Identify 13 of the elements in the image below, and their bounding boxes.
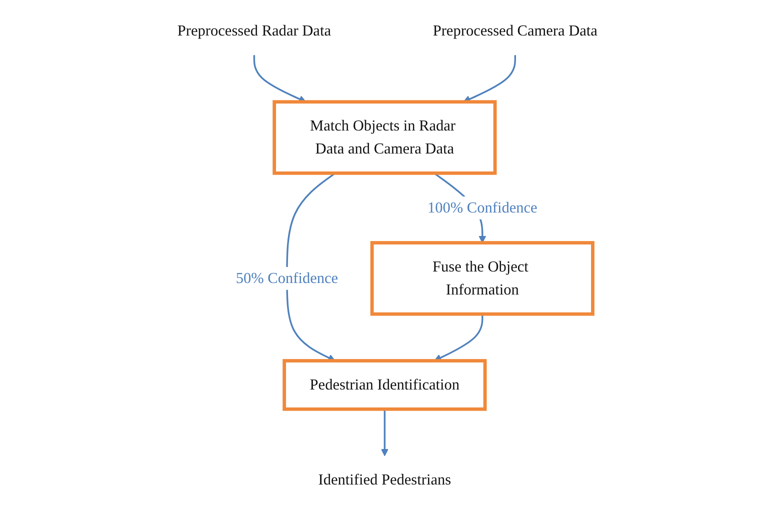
node-text: Identified Pedestrians — [318, 471, 452, 488]
arrow — [253, 55, 306, 102]
edge-label: 50% Confidence — [236, 270, 338, 286]
node-text: Preprocessed Camera Data — [432, 22, 598, 40]
edge-label: 100% Confidence — [428, 199, 538, 216]
node-box: Match Objects in Radar Data and Camera Data — [272, 100, 497, 175]
arrow — [286, 172, 336, 362]
arrow — [434, 314, 484, 362]
arrow — [381, 409, 388, 456]
node-text: Preprocessed Radar Data — [177, 22, 332, 40]
node-box: Pedestrian Identification — [282, 359, 487, 411]
node-box: Fuse the Object Information — [370, 241, 594, 316]
arrow — [463, 55, 516, 102]
